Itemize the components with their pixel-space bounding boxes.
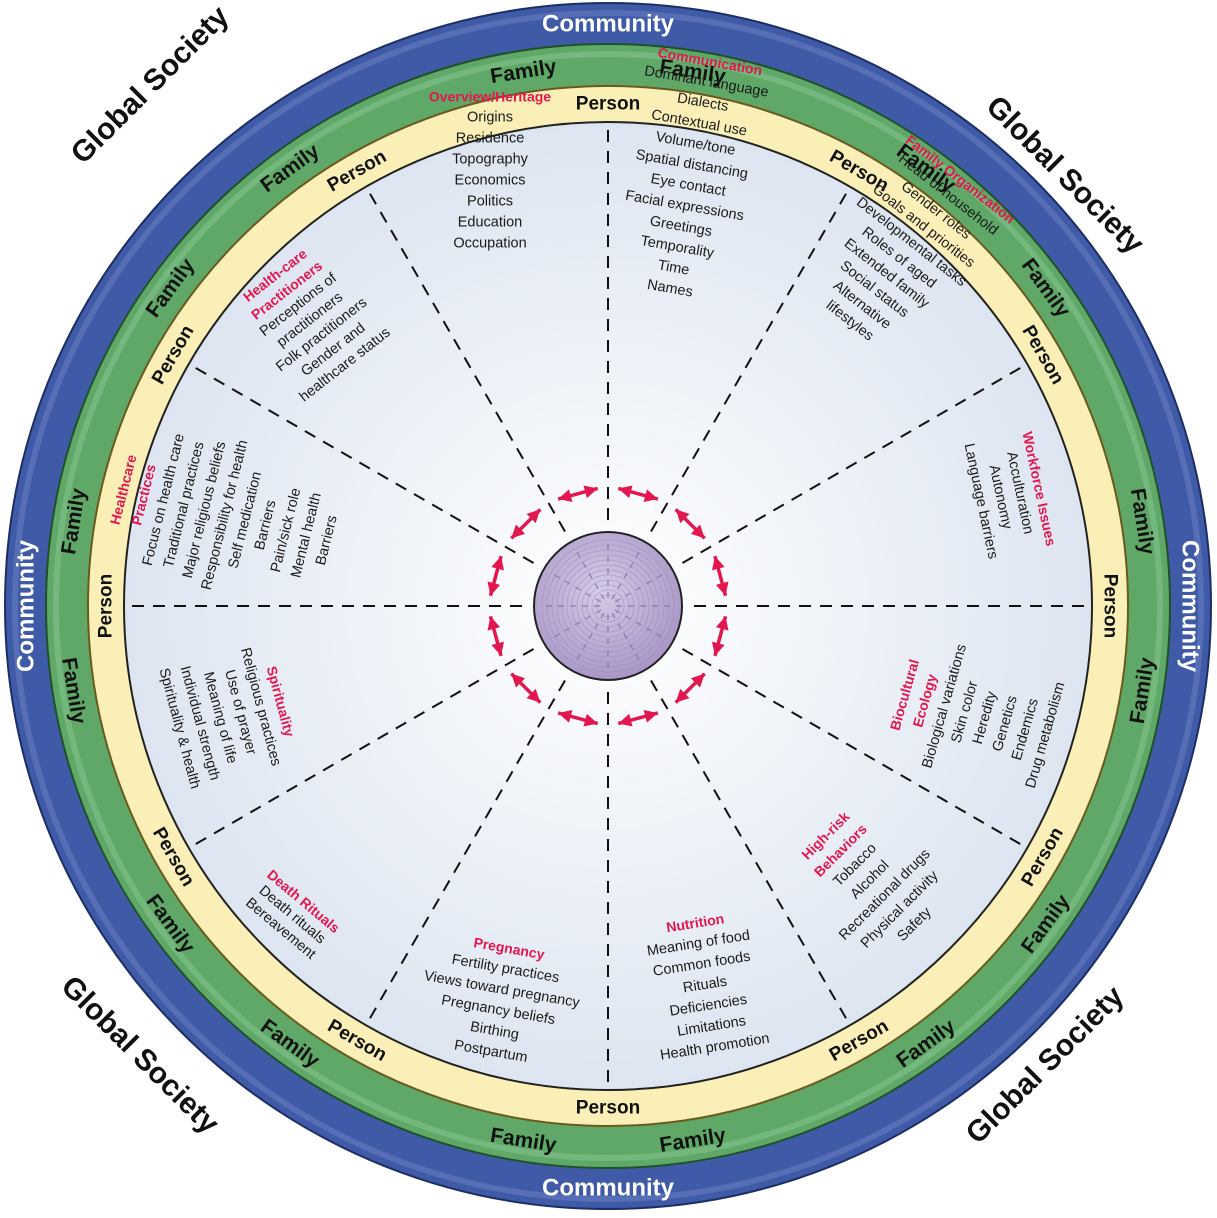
double-arrow-icon	[557, 710, 599, 727]
section-text-block: Overview/HeritageOriginsResidenceTopogra…	[429, 89, 551, 252]
center-disc-spoke	[611, 548, 642, 600]
center-disc-ring	[541, 539, 675, 673]
divider-line	[188, 648, 535, 849]
section-dividers	[124, 122, 1092, 1090]
divider-line	[188, 363, 535, 564]
person-label: Person	[576, 94, 640, 115]
double-arrow-icon	[557, 485, 599, 502]
community-label: Community	[542, 11, 675, 38]
section-item: Economics	[455, 173, 526, 189]
center-disc-ring	[591, 589, 625, 623]
center-disc-spoke	[550, 572, 602, 603]
double-arrow-icon	[617, 485, 659, 502]
section-item: Origins	[467, 110, 513, 126]
center-disc-ring	[566, 564, 650, 648]
center-disc-spoke	[614, 609, 666, 640]
divider-line	[681, 648, 1028, 849]
center-disc	[533, 531, 683, 681]
community-label: Community	[542, 1175, 675, 1202]
section-item: Residence	[456, 131, 525, 147]
person-label: Person	[1100, 574, 1121, 638]
section-item: Education	[458, 215, 523, 231]
double-arrow-icon	[712, 555, 729, 597]
section-item: Time	[657, 257, 691, 278]
family-ring-shading	[53, 51, 1163, 1161]
community-label: Community	[1177, 540, 1204, 673]
global-society-label: Global Society	[65, 0, 236, 170]
divider-line	[650, 186, 851, 533]
double-arrow-icon	[674, 508, 706, 540]
section-item: Names	[646, 277, 694, 301]
interaction-arrows	[487, 485, 729, 727]
center-disc-spoke	[550, 609, 602, 640]
section-title: Overview/Heritage	[429, 89, 551, 105]
double-arrow-icon	[487, 615, 504, 657]
center-disc-spoke	[611, 612, 642, 664]
double-arrow-icon	[510, 672, 542, 704]
double-arrow-icon	[617, 710, 659, 727]
divider-line	[365, 679, 566, 1026]
divider-line	[365, 186, 566, 533]
person-label: Person	[96, 574, 117, 638]
double-arrow-icon	[712, 615, 729, 657]
center-disc-spoke	[574, 548, 605, 600]
section-item: Topography	[452, 152, 529, 168]
double-arrow-icon	[510, 508, 542, 540]
community-ring-shading	[12, 10, 1204, 1202]
divider-line	[650, 679, 851, 1026]
section-item: Politics	[467, 194, 513, 210]
section-item: Rituals	[682, 974, 728, 997]
double-arrow-icon	[674, 672, 706, 704]
divider-line	[681, 363, 1028, 564]
double-arrow-icon	[487, 555, 504, 597]
section-item: Occupation	[453, 236, 526, 252]
person-label: Person	[576, 1098, 640, 1119]
center-disc-ring	[556, 554, 660, 658]
section-text-block: High-riskBehaviorsTobaccoAlcoholRecreati…	[798, 808, 942, 951]
center-disc-spoke	[574, 612, 605, 664]
center-disc-ring	[576, 574, 640, 638]
community-label: Community	[13, 539, 40, 672]
center-disc-spoke	[614, 572, 666, 603]
